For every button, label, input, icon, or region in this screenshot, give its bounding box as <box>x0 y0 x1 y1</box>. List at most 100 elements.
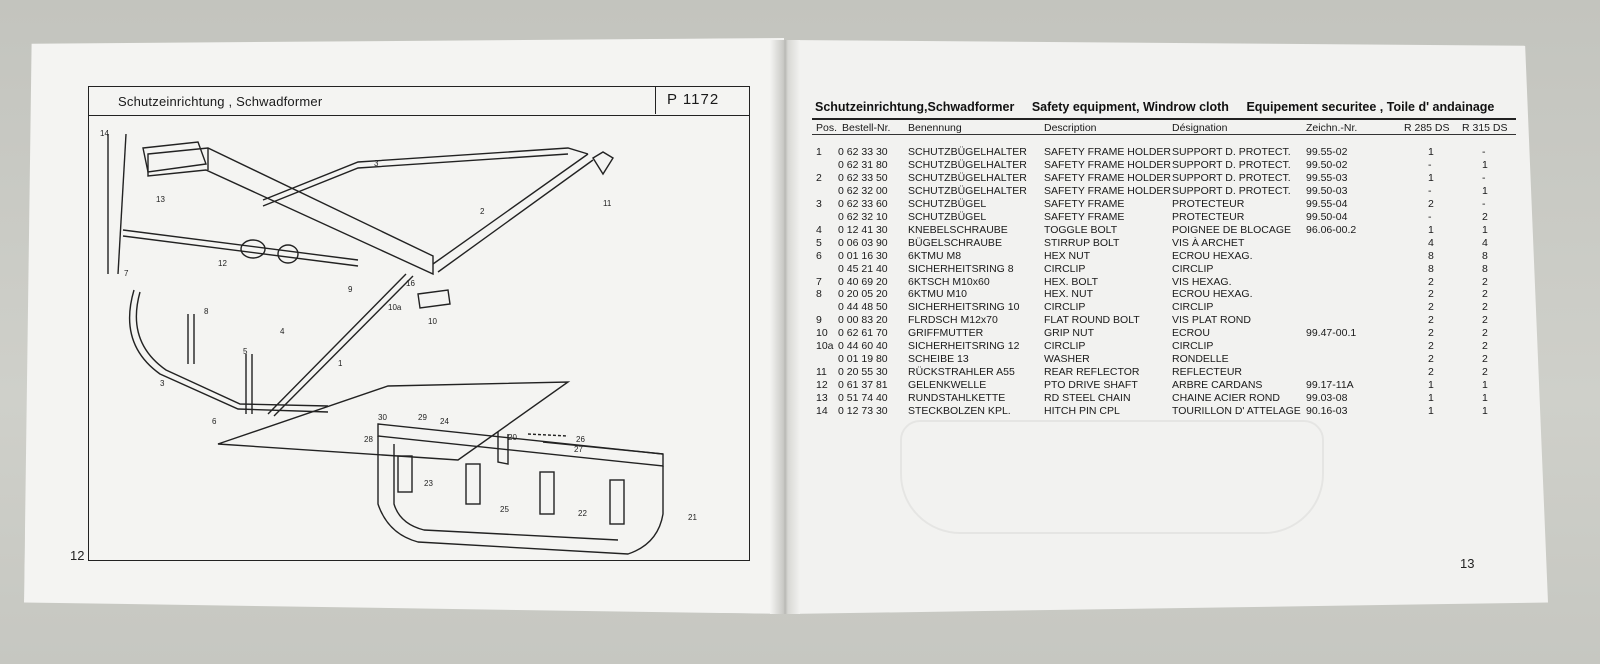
row-zeichn-nr: 96.06-00.2 <box>1306 223 1357 236</box>
row-benennung: FLRDSCH M12x70 <box>908 314 998 327</box>
row-bestell-nr: 0 45 21 40 <box>838 262 888 275</box>
row-pos: 4 <box>816 223 822 236</box>
row-benennung: KNEBELSCHRAUBE <box>908 223 1008 236</box>
row-r285: 2 <box>1428 197 1434 210</box>
row-benennung: GRIFFMUTTER <box>908 327 984 340</box>
row-designation: PROTECTEUR <box>1172 197 1245 210</box>
left-page <box>24 38 784 614</box>
col-bestell-nr: Bestell-Nr. <box>842 122 891 134</box>
row-description: HEX. NUT <box>1044 288 1094 301</box>
row-description: SAFETY FRAME <box>1044 197 1125 210</box>
row-description: SAFETY FRAME HOLDER <box>1044 171 1171 184</box>
callout-26: 26 <box>576 435 585 444</box>
row-designation: ECROU HEXAG. <box>1172 288 1253 301</box>
callout-21: 21 <box>688 513 697 522</box>
row-benennung: SCHUTZBÜGEL <box>908 197 987 210</box>
row-description: REAR REFLECTOR <box>1044 366 1140 379</box>
row-description: PTO DRIVE SHAFT <box>1044 379 1138 392</box>
callout-10a: 10a <box>388 303 402 312</box>
col-benennung: Benennung <box>908 122 962 134</box>
row-bestell-nr: 0 51 74 40 <box>838 392 888 405</box>
title-french: Equipement securitee , Toile d' andainag… <box>1246 100 1495 114</box>
row-pos: 5 <box>816 236 822 249</box>
row-r285: 2 <box>1428 327 1434 340</box>
callout-27: 27 <box>574 445 583 454</box>
title-german: Schutzeinrichtung,Schwadformer <box>815 100 1015 114</box>
row-zeichn-nr: 99.50-02 <box>1306 158 1348 171</box>
row-zeichn-nr: 99.17-11A <box>1306 379 1354 392</box>
row-r285: 1 <box>1428 223 1434 236</box>
row-zeichn-nr: 90.16-03 <box>1306 405 1348 417</box>
row-r315: 2 <box>1482 353 1488 366</box>
row-description: SAFETY FRAME HOLDER <box>1044 184 1171 197</box>
row-r315: 1 <box>1482 405 1488 417</box>
row-r285: 8 <box>1428 262 1434 275</box>
callout-9: 9 <box>348 285 353 294</box>
row-r315: 1 <box>1482 223 1488 236</box>
row-r285: 1 <box>1428 171 1434 184</box>
row-bestell-nr: 0 62 33 30 <box>838 146 888 158</box>
row-r315: 1 <box>1482 184 1488 197</box>
row-designation: SUPPORT D. PROTECT. <box>1172 146 1291 158</box>
col-description: Description <box>1044 122 1097 134</box>
header-rule <box>812 134 1516 135</box>
row-description: HITCH PIN CPL <box>1044 405 1120 417</box>
row-pos: 6 <box>816 249 822 262</box>
row-bestell-nr: 0 01 19 80 <box>838 353 888 366</box>
row-designation: TOURILLON D' ATTELAGE <box>1172 405 1301 417</box>
callout-29: 29 <box>418 413 427 422</box>
row-bestell-nr: 0 20 05 20 <box>838 288 888 301</box>
callout-20: 20 <box>508 433 517 442</box>
callout-11: 11 <box>603 199 612 208</box>
row-designation: VIS À ARCHET <box>1172 236 1245 249</box>
row-designation: ARBRE CARDANS <box>1172 379 1263 392</box>
row-designation: POIGNEE DE BLOCAGE <box>1172 223 1292 236</box>
row-designation: SUPPORT D. PROTECT. <box>1172 184 1291 197</box>
row-r315: 4 <box>1482 236 1488 249</box>
row-bestell-nr: 0 44 48 50 <box>838 301 888 314</box>
row-pos: 10a <box>816 340 834 353</box>
row-bestell-nr: 0 61 37 81 <box>838 379 888 392</box>
callout-4: 4 <box>280 327 285 336</box>
row-description: RD STEEL CHAIN <box>1044 392 1131 405</box>
row-zeichn-nr: 99.55-04 <box>1306 197 1348 210</box>
row-r285: 1 <box>1428 392 1434 405</box>
left-page-number: 12 <box>70 548 85 563</box>
callout-5: 5 <box>243 347 248 356</box>
row-r315: 8 <box>1482 262 1488 275</box>
row-designation: CIRCLIP <box>1172 340 1214 353</box>
title-rule <box>812 118 1516 120</box>
row-description: CIRCLIP <box>1044 301 1086 314</box>
row-description: CIRCLIP <box>1044 340 1086 353</box>
row-benennung: SICHERHEITSRING 8 <box>908 262 1014 275</box>
row-bestell-nr: 0 62 31 80 <box>838 158 888 171</box>
row-r285: 1 <box>1428 146 1434 158</box>
row-benennung: 6KTSCH M10x60 <box>908 275 990 288</box>
row-r315: 2 <box>1482 340 1488 353</box>
row-benennung: SICHERHEITSRING 12 <box>908 340 1020 353</box>
parts-list-title: Schutzeinrichtung,Schwadformer Safety eq… <box>815 100 1508 114</box>
row-benennung: SICHERHEITSRING 10 <box>908 301 1020 314</box>
right-page <box>786 40 1548 614</box>
row-bestell-nr: 0 62 33 60 <box>838 197 888 210</box>
row-r285: 2 <box>1428 301 1434 314</box>
col-zeichn-nr: Zeichn.-Nr. <box>1306 122 1358 134</box>
row-designation: SUPPORT D. PROTECT. <box>1172 171 1291 184</box>
row-zeichn-nr: 99.50-03 <box>1306 184 1348 197</box>
row-r315: 2 <box>1482 314 1488 327</box>
row-benennung: 6KTMU M8 <box>908 249 962 262</box>
bleed-through-shadow <box>900 420 1324 534</box>
row-r315: 2 <box>1482 288 1488 301</box>
row-r285: 4 <box>1428 236 1434 249</box>
callout-24: 24 <box>440 417 449 426</box>
row-description: SAFETY FRAME HOLDER <box>1044 146 1171 158</box>
col-r315: R 315 DS <box>1462 122 1508 134</box>
diagram-header-title: Schutzeinrichtung , Schwadformer <box>118 94 323 109</box>
row-zeichn-nr: 99.03-08 <box>1306 392 1348 405</box>
callout-14: 14 <box>100 129 109 138</box>
row-r315: - <box>1482 146 1486 158</box>
row-r285: 2 <box>1428 353 1434 366</box>
row-description: CIRCLIP <box>1044 262 1086 275</box>
row-r315: 2 <box>1482 210 1488 223</box>
row-description: TOGGLE BOLT <box>1044 223 1118 236</box>
